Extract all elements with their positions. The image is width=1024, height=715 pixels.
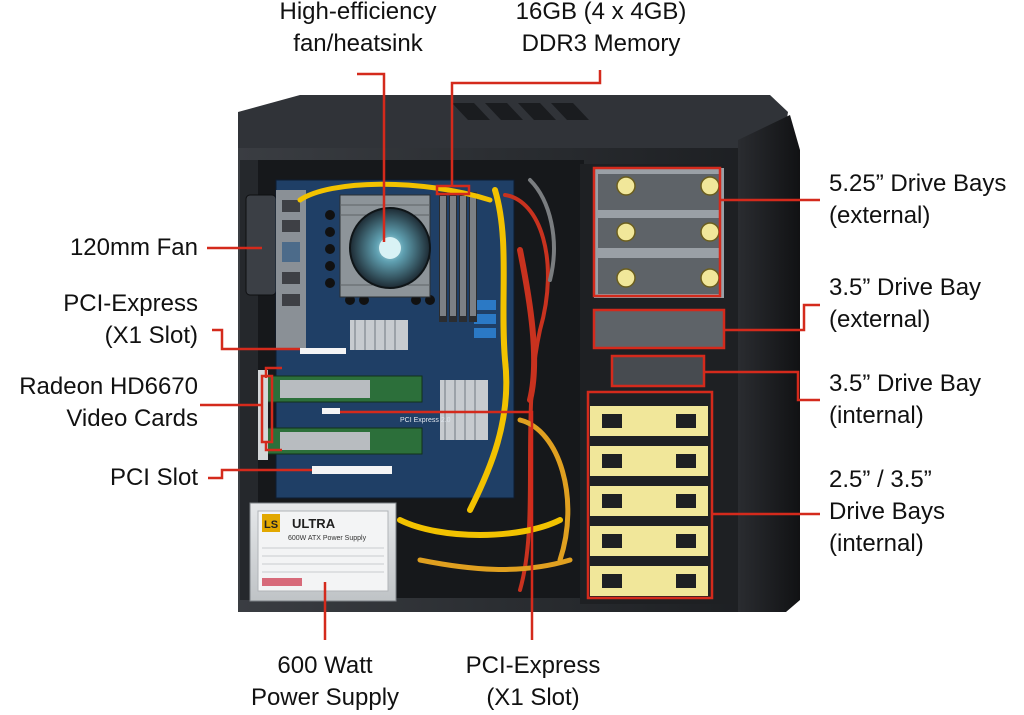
- drive-cage: [580, 164, 738, 604]
- top-vents: [452, 103, 589, 120]
- psu-badge-bg: [262, 514, 280, 532]
- leader-pcie-x1-left: [212, 328, 300, 351]
- box-525-bays: [592, 166, 722, 298]
- video-card-2-cooler: [280, 432, 370, 450]
- label-35-internal: 3.5” Drive Bay(internal): [829, 370, 982, 429]
- bay-35-external: [594, 310, 724, 348]
- psu-model: 600W ATX Power Supply: [288, 535, 367, 542]
- label-memory: 16GB (4 x 4GB)DDR3 Memory: [515, 0, 687, 57]
- callouts: [200, 70, 820, 640]
- leader-35-internal: [704, 370, 820, 402]
- power-supply: LS ULTRA 600W ATX Power Supply: [249, 502, 397, 602]
- label-pcie-x1-left: PCI-Express(X1 Slot): [63, 290, 198, 349]
- leader-pcie-x1-bottom: [340, 410, 534, 640]
- pcie-x1-slot-lower: [322, 408, 340, 414]
- sata-ports: [474, 300, 496, 338]
- leader-pci-slot: [208, 468, 312, 480]
- pcie-x1-slot-upper: [300, 348, 346, 354]
- case-front-panel: [738, 115, 800, 612]
- io-shield: [276, 190, 306, 350]
- label-25-35-bays: 2.5” / 3.5”Drive Bays(internal): [829, 466, 946, 557]
- leader-35-external: [724, 303, 820, 332]
- leader-memory: [450, 70, 602, 186]
- cables: [297, 178, 573, 592]
- box-25-35-bays: [586, 390, 714, 600]
- psu-sticker: [262, 578, 302, 586]
- case-top-bezel: [238, 95, 788, 150]
- board-silkscreen: PCI Express 2.0: [400, 417, 451, 424]
- label-pcie-x1-bottom: PCI-Express(X1 Slot): [465, 652, 601, 711]
- label-35-external: 3.5” Drive Bay(external): [829, 274, 982, 333]
- chipset-heatsink: [350, 320, 408, 350]
- video-card-1-cooler: [280, 380, 370, 398]
- label-120mm-fan: 120mm Fan: [69, 234, 198, 261]
- psu-brand: ULTRA: [292, 516, 336, 531]
- label-525-bays: 5.25” Drive Bays(external): [829, 170, 1007, 229]
- leader-fan-heatsink: [357, 72, 386, 242]
- rear-fan-120mm: [245, 194, 277, 296]
- pci-slot: [312, 466, 392, 474]
- cpu-cooler: [339, 194, 431, 298]
- memory-modules: [439, 192, 477, 322]
- southbridge-heatsink: [440, 380, 488, 440]
- label-pci-slot: PCI Slot: [109, 464, 198, 491]
- psu-badge: LS: [264, 519, 278, 531]
- bay-35-internal: [612, 356, 704, 386]
- hdd-trays: [590, 406, 708, 596]
- fan-hub: [379, 237, 401, 259]
- box-memory: [435, 184, 471, 196]
